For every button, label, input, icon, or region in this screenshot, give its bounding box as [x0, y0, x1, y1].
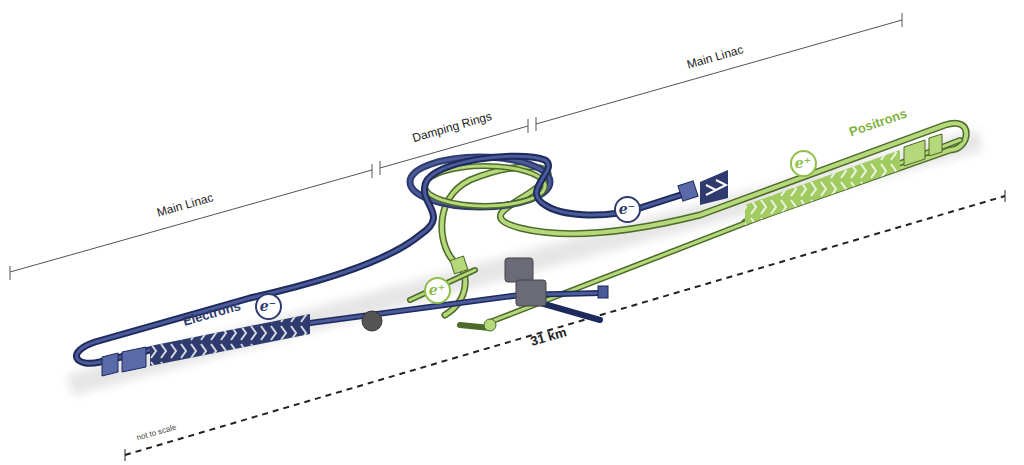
- particle-badge: e⁺: [790, 150, 817, 177]
- dimension-lines: [10, 13, 902, 280]
- electron-linac: [102, 314, 310, 376]
- electron-beamline: [76, 156, 690, 363]
- section-label: Main Linac: [155, 190, 215, 219]
- section-label: Positrons: [847, 105, 909, 139]
- particle-symbol: e⁺: [429, 283, 445, 297]
- particle-symbol: e⁻: [619, 202, 635, 216]
- components: [362, 170, 728, 331]
- damping-ring: [410, 157, 550, 207]
- section-label: Electrons: [181, 298, 242, 329]
- particle-badge: e⁺: [424, 277, 451, 304]
- positron-linac: [745, 134, 942, 225]
- note-text: not to scale: [135, 422, 177, 442]
- particle-badge: e⁻: [255, 293, 282, 320]
- dimension-label: 31 km: [528, 324, 568, 349]
- particle-symbol: e⁺: [795, 156, 811, 170]
- particle-symbol: e⁻: [260, 299, 276, 313]
- particle-badge: e⁻: [614, 196, 641, 223]
